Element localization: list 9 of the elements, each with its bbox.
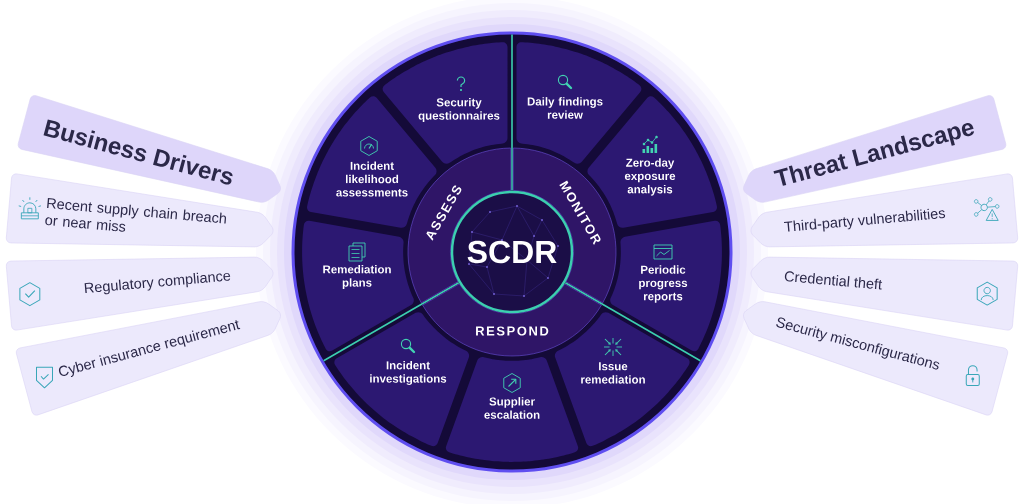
node-label: Remediation plans	[323, 264, 391, 290]
ring-band: RESPOND	[422, 283, 602, 357]
node-label: Credential theft	[784, 271, 883, 290]
wheel-segment: Supplier escalation	[445, 357, 579, 462]
node-label: Supplier escalation	[484, 397, 540, 419]
wheel-segment: Incident investigations	[334, 312, 470, 447]
wheel-segment: Issue remediation	[554, 312, 690, 447]
wheel-segment: Periodic progress reports	[610, 220, 722, 352]
wheel-segment: Remediation plans	[302, 220, 414, 352]
